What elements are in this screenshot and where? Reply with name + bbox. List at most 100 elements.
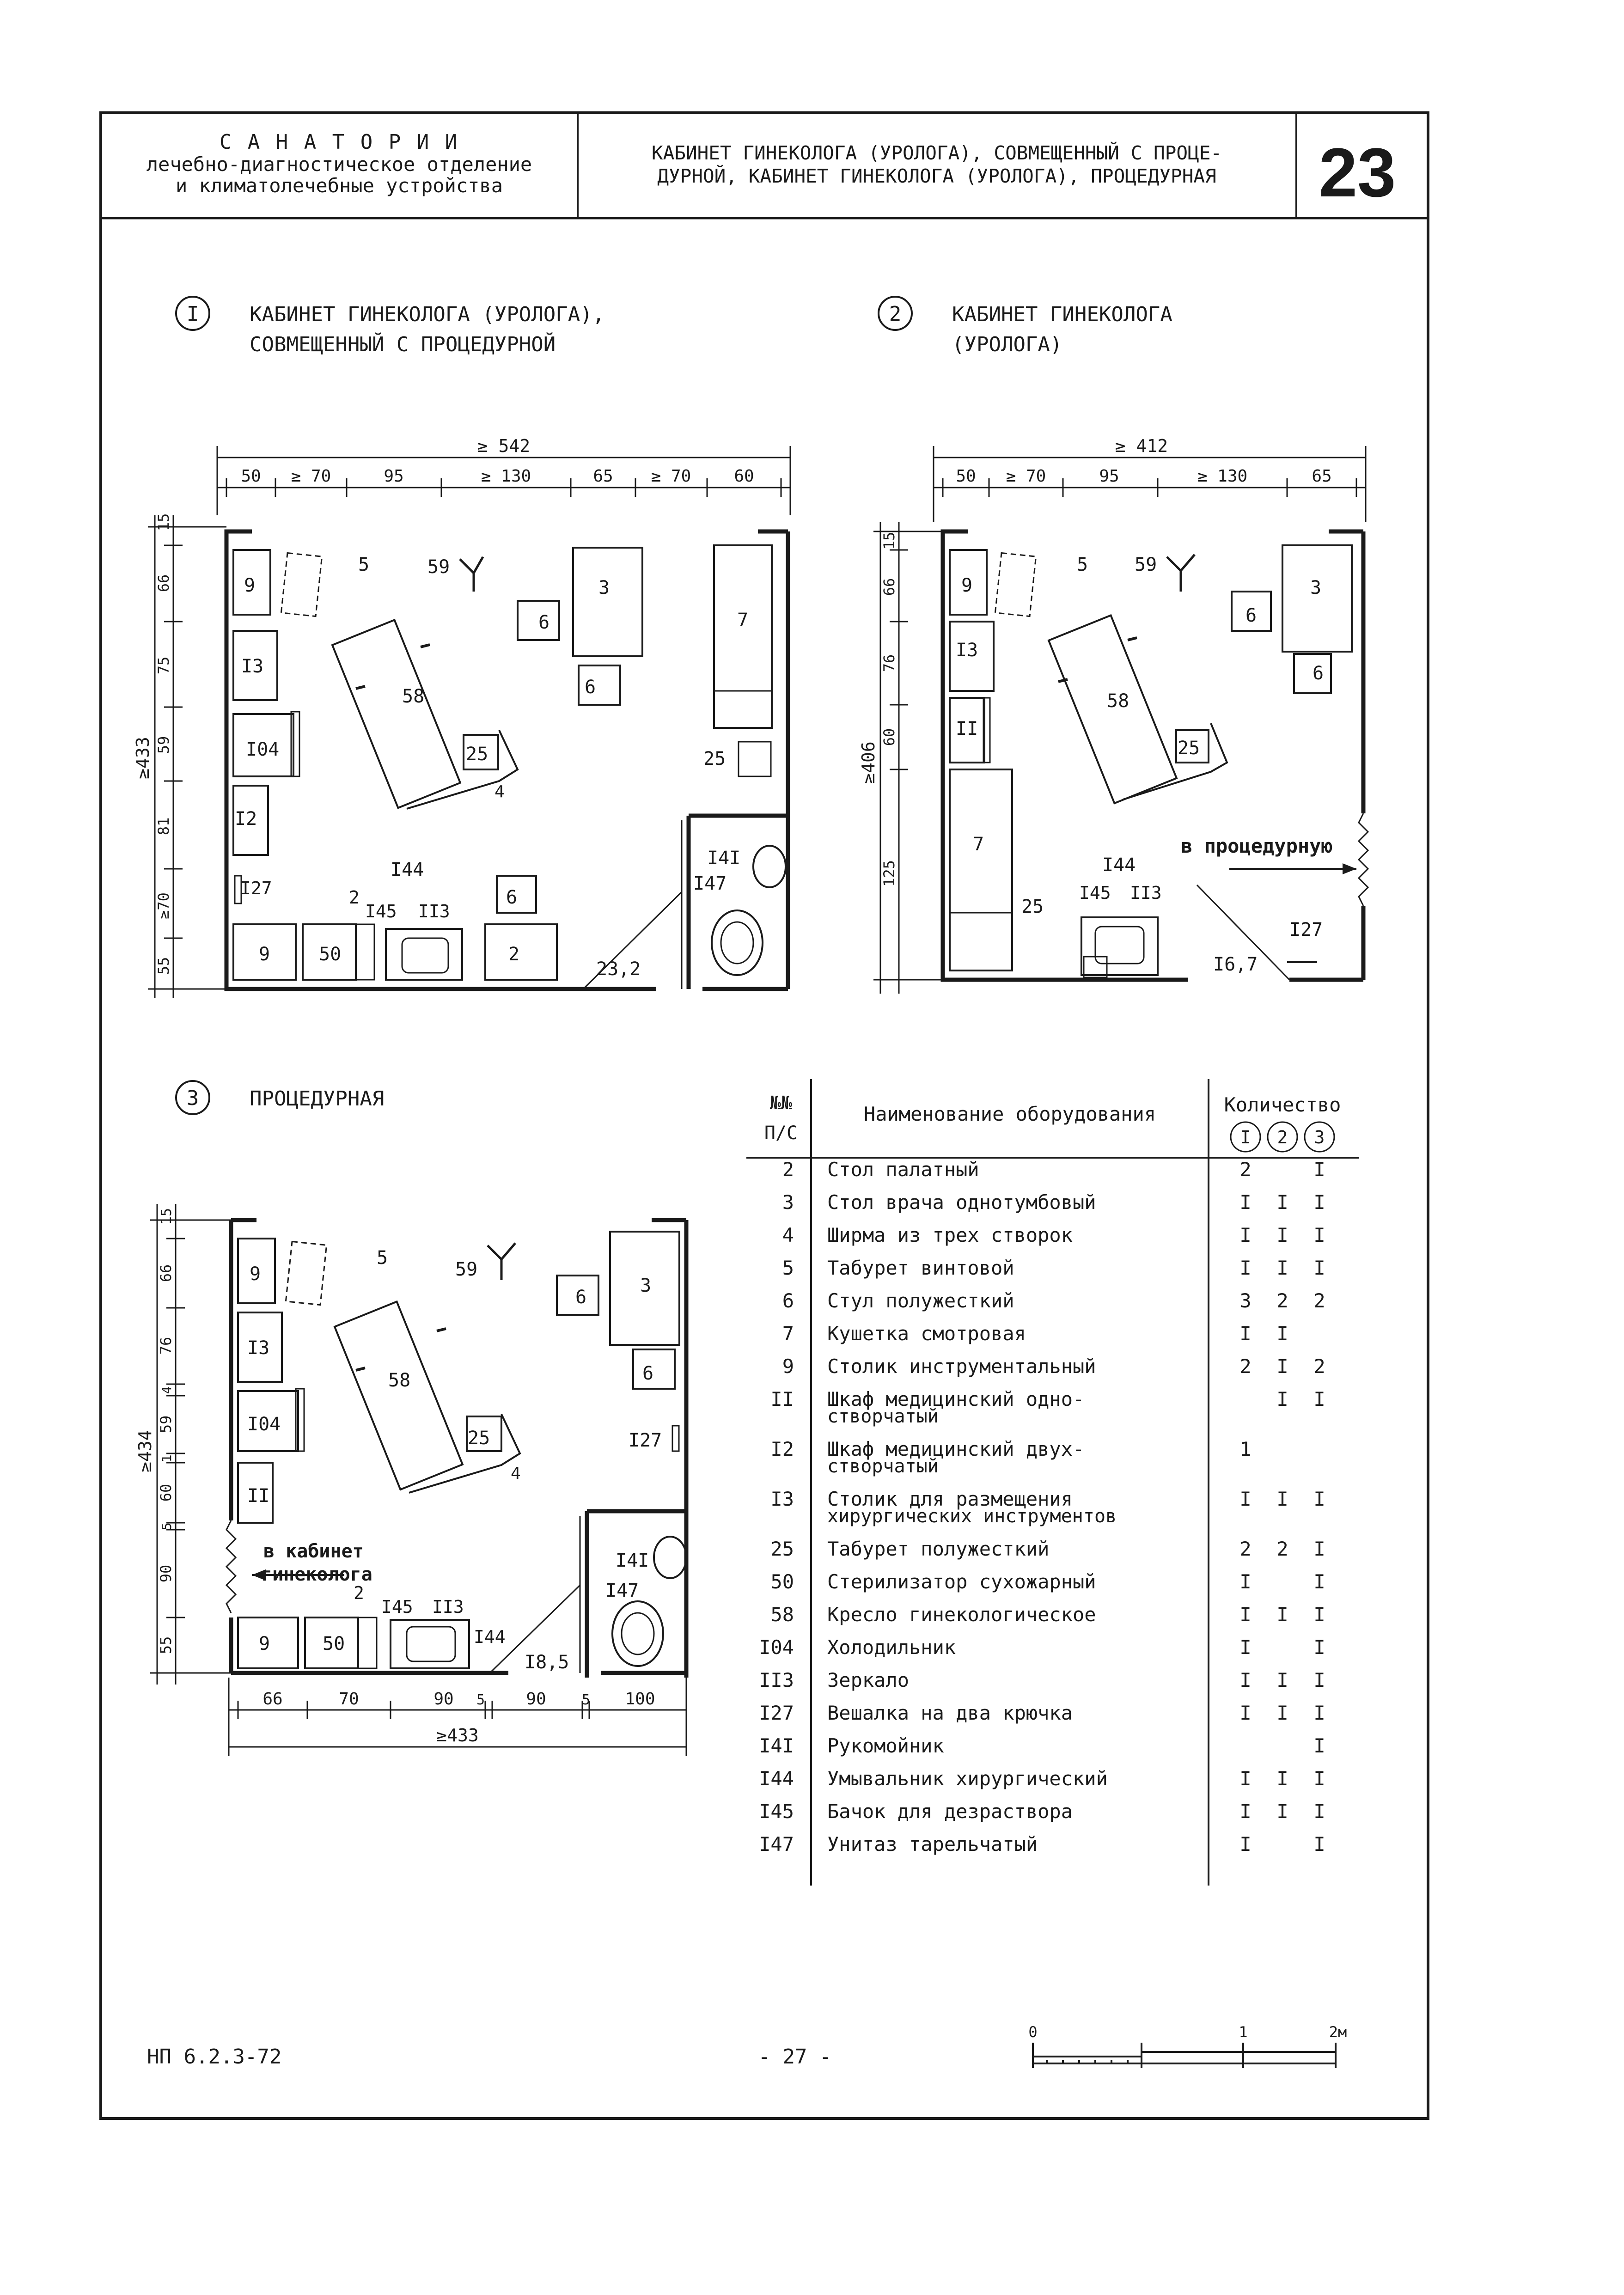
plan-2-dim-top-5: 65 [1312,467,1331,486]
plan-2-label-113: II3 [1130,883,1162,903]
plan-1-label-5: 5 [358,554,369,575]
sheet-subject-line2: ДУРНОЙ, КАБИНЕТ ГИНЕКОЛОГА (УРОЛОГА), ПР… [657,165,1216,187]
plan-2-equip-144 [1081,916,1159,976]
org-subtitle-line2: лечебно-диагностическое отделение [147,153,532,176]
table-header-number-line1: №№ [770,1093,792,1114]
plan-1-label-7: 7 [737,610,748,631]
table-row-qty-3: I [1313,1538,1325,1560]
footer-page-number: - 27 - [758,2045,832,2069]
plan-2-dim-left-ticks [873,531,943,981]
table-row-qty-2: I [1276,1388,1288,1410]
table-row-qty-2: I [1276,1257,1288,1279]
table-row-qty-2: 2 [1276,1538,1288,1560]
plan-1-dim-left-ticks [148,526,226,990]
plan-2-door-label: в процедурную [1181,835,1333,857]
plan-3-label-141: I4I [616,1550,649,1571]
plan-1-stool-25 [463,734,499,770]
plan-3-label-59: 59 [455,1259,477,1280]
plan-1-walls [224,529,790,991]
table-row-name: Холодильник [827,1636,956,1659]
plan-3-dim-bottom-7: 100 [625,1690,655,1709]
table-row-number: II [770,1388,794,1410]
table-row-number: I27 [759,1702,794,1724]
plan-3-label-6b: 6 [642,1363,653,1384]
plan-1-label-141: I4I [707,848,740,869]
plan-1-equip-9-top [232,549,271,616]
table-row-name: Стерилизатор сухожарный [827,1570,1096,1593]
table-row-qty-1: 3 [1239,1289,1251,1312]
table-row-name: Бачок для дезраствора [827,1800,1073,1823]
plan-1-dim-left-total: ≥433 [133,737,153,779]
plan-1-equip-2 [484,923,558,981]
table-row-number: 7 [782,1322,794,1345]
plan-1-door-swing [582,891,683,990]
plan-1-label-127: I27 [240,878,272,898]
plan-2-label-5: 5 [1077,554,1088,575]
plan-2-lamp-b [1127,636,1137,641]
table-row-qty-1: I [1239,1570,1251,1593]
table-row-qty-2: I [1276,1488,1288,1510]
table-row-qty-2: I [1276,1322,1288,1345]
table-row-number: 50 [770,1570,794,1593]
table-row-number: 25 [770,1538,794,1560]
plan-3-chair-6a [556,1275,599,1316]
plan-2-label-127: I27 [1289,919,1323,940]
plan-3-door-arrowhead [252,1569,266,1581]
plan-2-title-line2: (УРОЛОГА) [952,333,1062,356]
plan-3-area: I8,5 [525,1652,569,1673]
plan-2-label-25b: 25 [1021,896,1044,917]
plan-2-label-6a: 6 [1245,605,1257,626]
table-row-qty-1: 1 [1239,1438,1251,1460]
plan-1-equip-144 [385,928,463,981]
plan-1-stand-59 [459,556,484,575]
table-row-name: Умывальник хирургический [827,1767,1108,1790]
plan-3-equip-9-bottom [237,1617,299,1669]
table-row-name: Кушетка смотровая [827,1322,1026,1345]
plan-2-stool-25 [1175,729,1209,763]
plan-2-dim-total: ≥ 412 [1115,436,1168,456]
table-row-qty-3: I [1313,1257,1325,1279]
plan-2-label-59: 59 [1135,554,1157,575]
plan-3-equip-127 [672,1425,680,1452]
table-row-name: Столик инструментальный [827,1355,1096,1378]
table-row-qty-3: I [1313,1191,1325,1214]
qty-marker-2-circle [1267,1121,1298,1153]
table-row-qty-3: I [1313,1388,1325,1410]
plan-2-equip-7 [949,769,1013,971]
plan-3-label-145: I45 [381,1597,413,1617]
scale-bar [1032,2043,1337,2068]
plan-3-equip-147-inner [621,1612,655,1655]
table-header-name: Наименование оборудования [864,1103,1156,1125]
plan-3-gyn-chair-58 [333,1300,464,1491]
table-row-qty-3: 2 [1313,1289,1325,1312]
plan-2-chair-6b [1293,653,1332,694]
plan-1-label-6c: 6 [506,887,517,908]
plan-1-equip-147 [711,909,763,976]
table-row-qty-2: I [1276,1669,1288,1691]
table-header-number-line2: П/С [764,1123,798,1144]
plan-3-equip-9-top [237,1238,276,1304]
footer: НП 6.2.3-72 - 27 - 0 1 2м [147,2023,1347,2069]
plan-1-equip-9-bottom [232,923,297,981]
plan-3-equip-9-ghost [285,1240,328,1306]
plan-3-equip-104 [237,1390,299,1452]
plan-3-dim-left-9: 90 [157,1565,175,1583]
table-row-qty-2: I [1276,1355,1288,1378]
plan-1-label-6b: 6 [585,677,596,698]
table-row-name: Унитаз тарельчатый [827,1833,1038,1856]
plan-1-dim-top-4: ≥ 130 [481,467,531,486]
table-row-qty-1: I [1239,1669,1251,1691]
table-row-qty-1: I [1239,1191,1251,1214]
table-row-qty-1: I [1239,1767,1251,1790]
plan-3-label-25: 25 [468,1428,490,1449]
plan-3-door-label-line2: гинеколога [261,1564,372,1585]
table-row-qty-2: I [1276,1702,1288,1724]
plan-1-equip-9-ghost [280,552,323,617]
plan-3-dim-bottom-3: 90 [433,1690,453,1709]
plan-1-label-104: I04 [246,739,279,760]
plan-1-dim-left-3: 75 [155,657,172,675]
plan-3-equip-147 [611,1600,664,1667]
table-row-qty-3: I [1313,1636,1325,1659]
plan-1-equip-104 [232,713,294,777]
table-row-number: I04 [759,1636,794,1659]
